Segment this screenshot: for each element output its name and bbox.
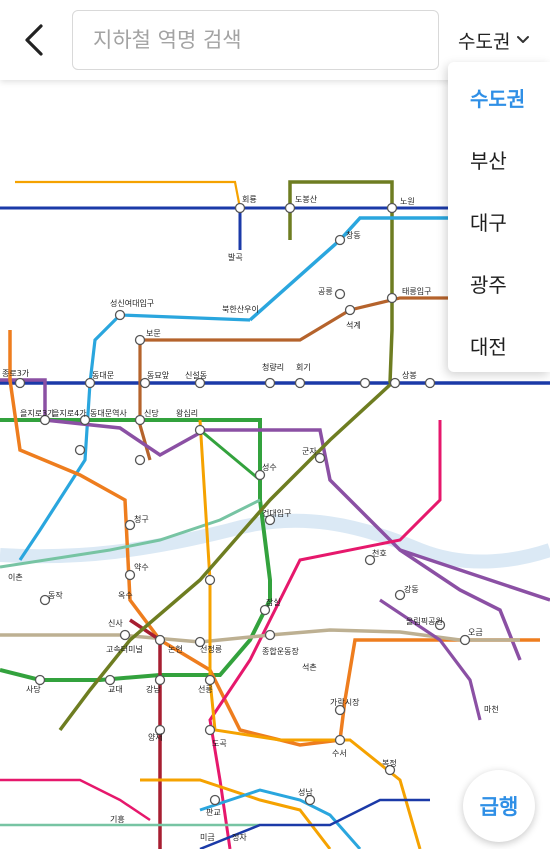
svg-text:선릉: 선릉 [198, 685, 213, 694]
svg-text:성남: 성남 [298, 788, 313, 797]
region-option-busan[interactable]: 부산 [470, 148, 507, 173]
region-option-daejeon[interactable]: 대전 [470, 334, 507, 359]
svg-text:강동: 강동 [404, 584, 419, 594]
svg-text:고속터미널: 고속터미널 [106, 645, 143, 654]
svg-text:북한산우이: 북한산우이 [222, 304, 259, 314]
svg-text:신당: 신당 [144, 408, 159, 418]
svg-text:판교: 판교 [206, 808, 221, 817]
svg-text:노원: 노원 [400, 197, 415, 206]
svg-text:신설동: 신설동 [185, 370, 207, 380]
svg-text:건대입구: 건대입구 [262, 508, 291, 518]
svg-text:군자: 군자 [302, 447, 317, 456]
svg-text:성수: 성수 [262, 463, 277, 472]
svg-text:마천: 마천 [484, 704, 499, 714]
chevron-down-icon [517, 36, 530, 43]
svg-text:창동: 창동 [346, 231, 361, 240]
svg-text:정자: 정자 [232, 832, 247, 842]
svg-text:청량리: 청량리 [262, 362, 284, 372]
svg-text:강남: 강남 [146, 684, 161, 694]
svg-text:동묘앞: 동묘앞 [147, 370, 170, 380]
station-search-field[interactable] [72, 10, 439, 70]
top-app-bar: 수도권 [0, 0, 550, 80]
svg-text:청구: 청구 [134, 515, 149, 524]
region-option-seoul[interactable]: 수도권 [470, 86, 526, 111]
svg-text:을지로4가: 을지로4가 [52, 409, 87, 418]
svg-text:공릉: 공릉 [318, 287, 333, 296]
svg-text:석촌: 석촌 [302, 662, 317, 672]
svg-text:동대문: 동대문 [92, 371, 114, 380]
svg-text:발곡: 발곡 [228, 252, 243, 262]
svg-text:회룡: 회룡 [242, 195, 257, 204]
svg-text:기흥: 기흥 [110, 814, 125, 824]
svg-text:양재: 양재 [148, 733, 163, 742]
svg-text:신사: 신사 [108, 619, 123, 628]
svg-text:잠실: 잠실 [266, 597, 281, 607]
svg-text:종로3가: 종로3가 [2, 369, 30, 378]
svg-text:미금: 미금 [200, 833, 215, 842]
station-search-input[interactable] [73, 11, 438, 69]
svg-text:이촌: 이촌 [8, 572, 23, 582]
svg-text:교대: 교대 [108, 685, 123, 694]
svg-text:가락시장: 가락시장 [330, 697, 360, 707]
svg-text:사당: 사당 [26, 684, 41, 694]
express-train-button[interactable]: 급행 [463, 770, 535, 842]
region-option-daegu[interactable]: 대구 [470, 210, 507, 235]
svg-text:석계: 석계 [346, 320, 361, 330]
svg-text:태릉입구: 태릉입구 [402, 287, 431, 296]
svg-text:복정: 복정 [382, 758, 397, 768]
svg-text:회기: 회기 [296, 363, 311, 372]
svg-text:동대문역사: 동대문역사 [90, 408, 127, 418]
svg-text:보문: 보문 [146, 329, 161, 338]
svg-text:옥수: 옥수 [118, 591, 133, 600]
svg-text:선정릉: 선정릉 [200, 644, 222, 654]
svg-text:도봉산: 도봉산 [295, 194, 318, 204]
back-button[interactable] [14, 18, 54, 62]
svg-text:성신여대입구: 성신여대입구 [110, 298, 154, 308]
svg-text:상봉: 상봉 [402, 370, 417, 380]
svg-text:올림픽공원: 올림픽공원 [406, 616, 443, 626]
svg-text:약수: 약수 [134, 562, 149, 572]
svg-text:을지로3가: 을지로3가 [20, 409, 55, 418]
region-dropdown-menu: 수도권 부산 대구 광주 대전 [448, 62, 550, 372]
svg-text:동작: 동작 [48, 590, 63, 600]
chevron-left-icon [25, 24, 43, 56]
svg-text:수서: 수서 [332, 749, 347, 758]
svg-text:천호: 천호 [372, 548, 387, 558]
svg-text:논현: 논현 [168, 645, 183, 654]
svg-text:왕십리: 왕십리 [176, 409, 198, 418]
svg-text:오금: 오금 [468, 628, 483, 637]
region-option-gwangju[interactable]: 광주 [470, 272, 507, 297]
region-selector[interactable]: 수도권 [458, 22, 530, 58]
region-selector-label: 수도권 [458, 30, 511, 53]
svg-text:도곡: 도곡 [212, 739, 227, 748]
svg-text:종합운동장: 종합운동장 [262, 646, 299, 656]
